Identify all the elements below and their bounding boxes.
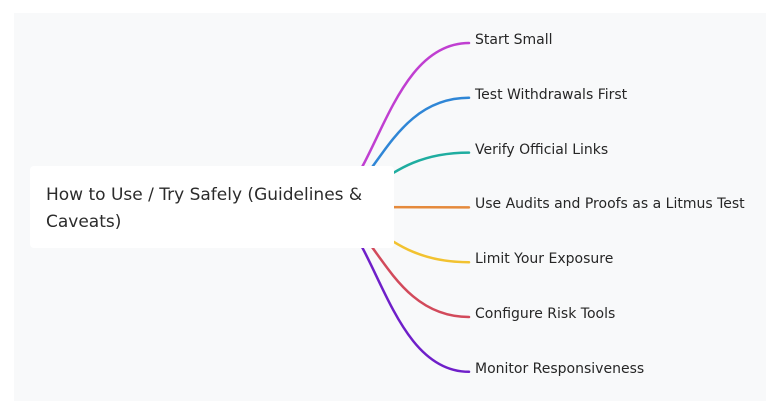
branch-node[interactable]: Use Audits and Proofs as a Litmus Test [475, 196, 745, 213]
branch-node[interactable]: Monitor Responsiveness [475, 360, 645, 377]
branch-node[interactable]: Configure Risk Tools [475, 306, 616, 322]
branch-node[interactable]: Start Small [475, 32, 553, 48]
branch-node[interactable]: Test Withdrawals First [475, 86, 628, 103]
mindmap-canvas: How to Use / Try Safely (Guidelines & Ca… [14, 13, 766, 401]
branch-node[interactable]: Limit Your Exposure [475, 251, 614, 268]
root-node-label: How to Use / Try Safely (Guidelines & Ca… [46, 185, 363, 232]
root-node[interactable]: How to Use / Try Safely (Guidelines & Ca… [30, 166, 394, 248]
branch-node[interactable]: Verify Official Links [475, 141, 609, 158]
